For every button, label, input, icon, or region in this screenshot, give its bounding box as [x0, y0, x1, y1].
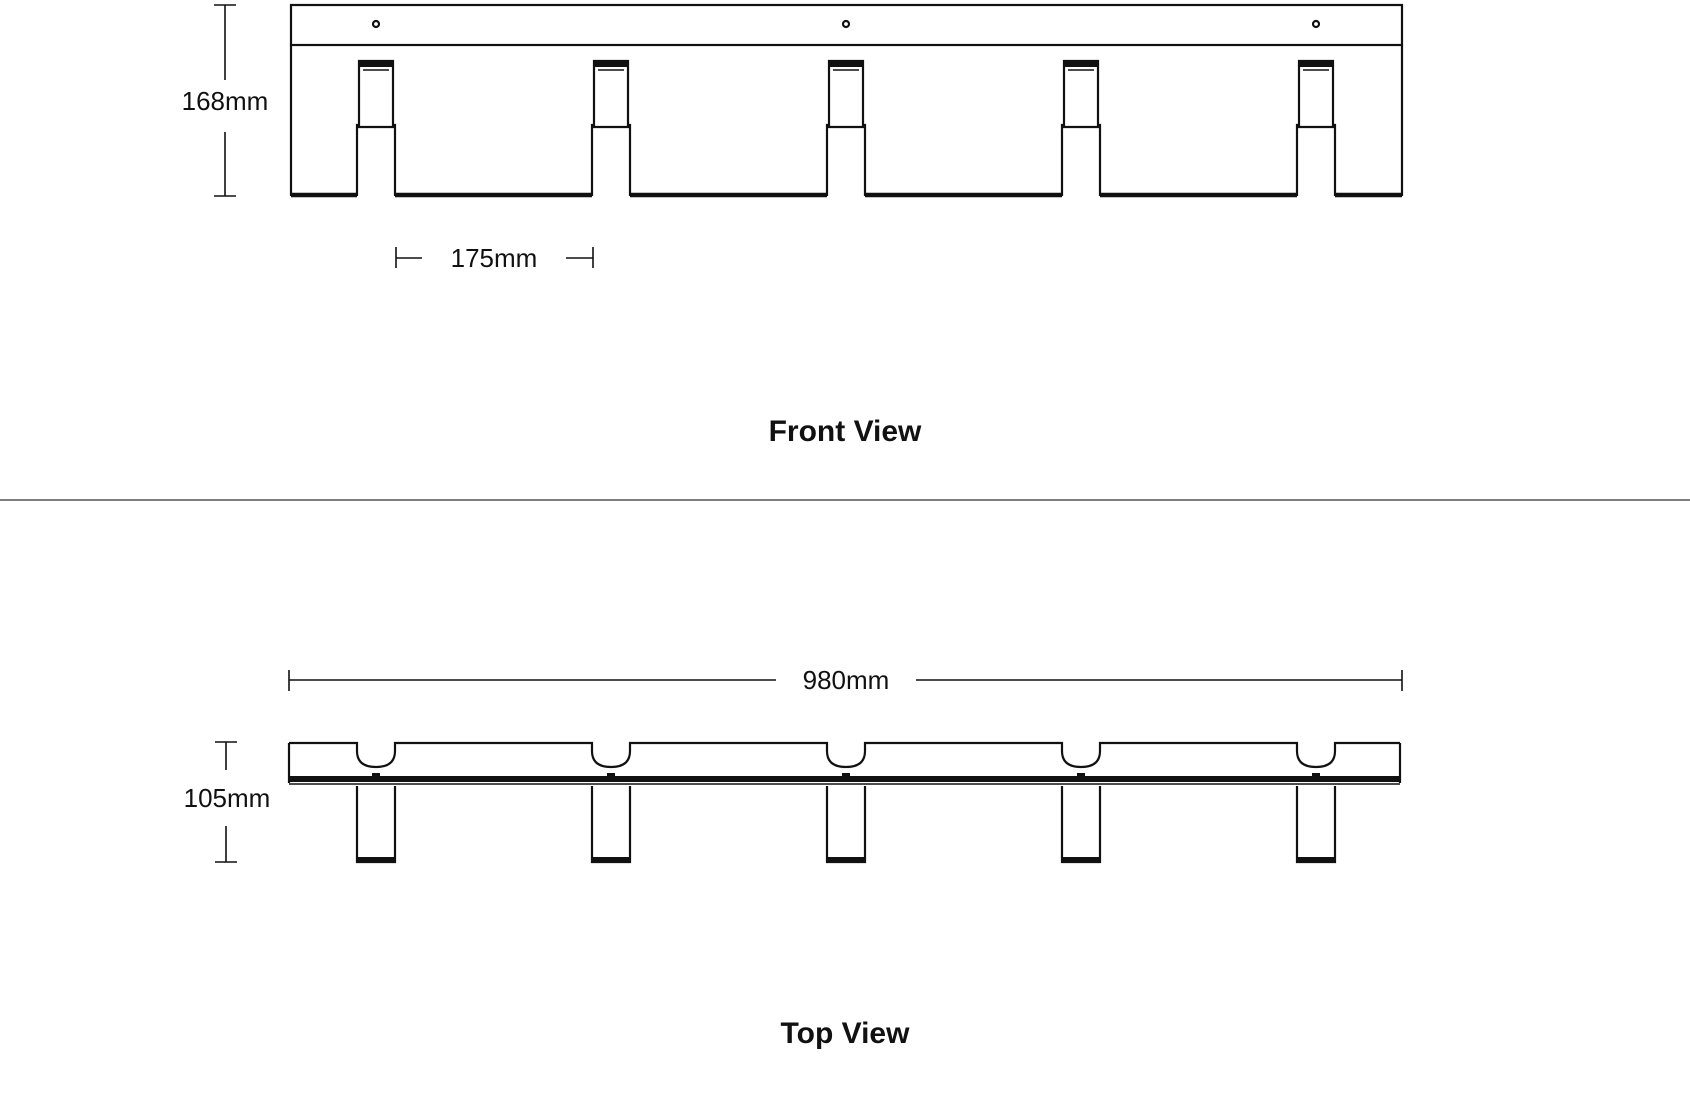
hook-screw-mark — [842, 773, 850, 776]
hook-screw-mark — [1077, 773, 1085, 776]
hook-top-outline — [590, 786, 632, 864]
hook-screw-mark — [1312, 773, 1320, 776]
screw-hole — [1311, 19, 1321, 29]
spacing-label: 175mm — [451, 243, 538, 273]
hook-tip — [1062, 857, 1100, 862]
hook-tip — [592, 857, 630, 862]
hook-cap — [829, 61, 863, 67]
top-view-title: Top View — [781, 1017, 911, 1050]
width-label: 980mm — [803, 665, 890, 695]
screw-hole — [371, 19, 381, 29]
top-hooks — [355, 773, 1337, 864]
hook-outline — [1060, 59, 1102, 196]
hook-outline — [1295, 59, 1337, 196]
hook — [1295, 59, 1337, 196]
hook-top — [590, 773, 632, 864]
hook-outline — [825, 59, 867, 196]
front-screws — [371, 19, 1321, 29]
hook-top — [1060, 773, 1102, 864]
back-edge-with-notches — [289, 741, 1400, 769]
hook-screw-mark — [607, 773, 615, 776]
hook-outline — [355, 59, 397, 196]
hook-top — [1295, 773, 1337, 864]
front-rail — [289, 3, 1404, 47]
front-view-title: Front View — [769, 415, 922, 448]
hook — [355, 59, 397, 196]
hook-tip — [357, 857, 395, 862]
height-label: 168mm — [182, 86, 269, 116]
hook-top — [355, 773, 397, 864]
hook-top-outline — [1060, 786, 1102, 864]
hook-top — [825, 773, 867, 864]
depth-dimension: 105mm — [184, 741, 271, 863]
spacing-dimension: 175mm — [395, 243, 594, 273]
screw-hole — [841, 19, 851, 29]
front-view: 168mm 175mm Front View — [182, 3, 1404, 448]
hook — [1060, 59, 1102, 196]
width-dimension: 980mm — [288, 665, 1403, 695]
hook-tip — [1297, 857, 1335, 862]
hook-cap — [594, 61, 628, 67]
hook-cap — [1064, 61, 1098, 67]
top-view: 980mm 105mm Top View — [184, 665, 1403, 1050]
front-hooks — [355, 59, 1337, 196]
hook-top-outline — [825, 786, 867, 864]
hook-cap — [1299, 61, 1333, 67]
hook — [590, 59, 632, 196]
depth-label: 105mm — [184, 783, 271, 813]
hook-top-outline — [1295, 786, 1337, 864]
hook-screw-mark — [372, 773, 380, 776]
hook-tip — [827, 857, 865, 862]
hook-top-outline — [355, 786, 397, 864]
hook-cap — [359, 61, 393, 67]
hook-outline — [590, 59, 632, 196]
hook — [825, 59, 867, 196]
height-dimension: 168mm — [182, 4, 269, 197]
top-rail-back-edge — [289, 741, 1400, 769]
